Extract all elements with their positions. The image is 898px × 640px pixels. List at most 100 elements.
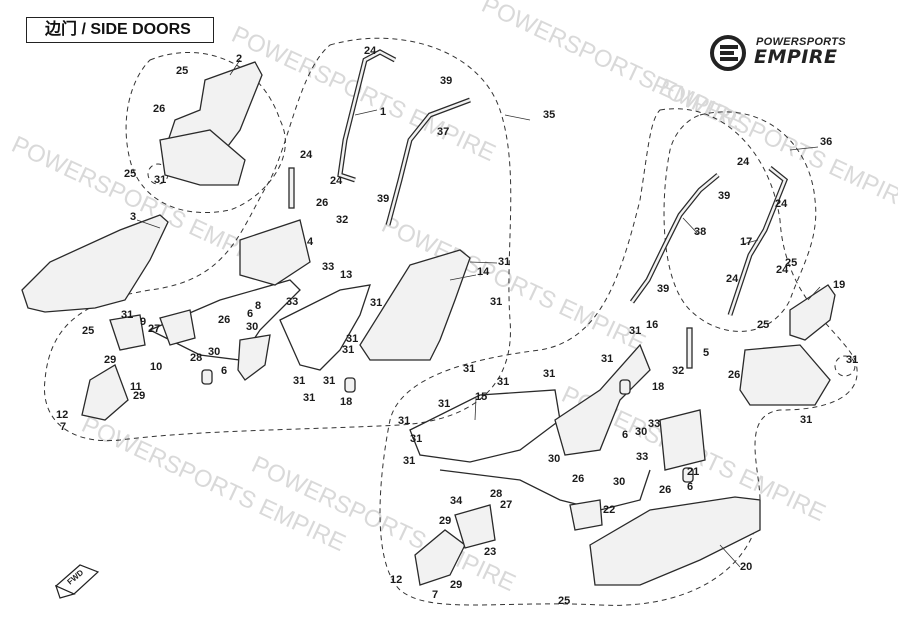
callout-label: 13 xyxy=(340,269,352,281)
left-door-assembly-outline xyxy=(43,37,512,442)
callout-label: 25 xyxy=(82,325,94,337)
callout-label: 30 xyxy=(208,346,220,358)
callout-label: 32 xyxy=(672,365,684,377)
callout-label: 25 xyxy=(785,257,797,269)
callout-label: 6 xyxy=(247,308,253,320)
callout-label: 31 xyxy=(323,375,335,387)
callout-label: 25 xyxy=(176,65,188,77)
callout-label: 8 xyxy=(255,300,261,312)
lower-door-trim-left xyxy=(159,129,246,186)
callout-label: 17 xyxy=(740,236,752,248)
leader-line xyxy=(469,261,498,264)
upper-door-panel-right xyxy=(789,284,836,341)
callout-label: 6 xyxy=(221,365,227,377)
handle-bar-right-inner xyxy=(728,167,787,316)
callout-label: 33 xyxy=(286,296,298,308)
lower-door-trim-right xyxy=(739,344,831,406)
callout-label: 36 xyxy=(820,136,832,148)
callout-label: 20 xyxy=(740,561,752,573)
callout-label: 24 xyxy=(776,264,789,276)
door-frame-left xyxy=(279,284,371,371)
callout-label: 33 xyxy=(322,261,334,273)
callout-label: 31 xyxy=(303,392,315,404)
inner-frame-left xyxy=(148,279,301,361)
callout-label: 31 xyxy=(800,414,812,426)
callout-label: 31 xyxy=(154,174,166,186)
callout-label: 5 xyxy=(703,347,709,359)
strap-left xyxy=(109,314,146,351)
spacer-right xyxy=(682,467,694,483)
leader-line xyxy=(474,397,477,421)
spring-rod-right xyxy=(686,327,693,369)
callout-label: 24 xyxy=(300,149,313,161)
callout-label: 26 xyxy=(153,103,165,115)
side-panel-left xyxy=(21,214,169,313)
callout-label: 24 xyxy=(364,45,377,57)
page-title: 边门 / SIDE DOORS xyxy=(26,17,214,43)
callout-label: 24 xyxy=(737,156,750,168)
callout-label: 9 xyxy=(140,316,146,328)
callout-label: 26 xyxy=(572,473,584,485)
mount-bracket-left xyxy=(159,309,196,346)
hinge-bracket-right xyxy=(414,529,466,586)
callout-label: 21 xyxy=(687,466,699,478)
door-frame-right xyxy=(409,389,561,463)
callout-label: 29 xyxy=(104,354,116,366)
callout-label: 7 xyxy=(432,589,438,601)
callout-label: 27 xyxy=(500,499,512,511)
latch-bracket-left xyxy=(237,334,271,381)
outer-door-panel-left xyxy=(359,249,471,361)
callout-label: 31 xyxy=(410,433,422,445)
callout-label: 37 xyxy=(437,126,449,138)
callout-label: 14 xyxy=(477,266,490,278)
leader-line xyxy=(354,109,378,116)
callout-label: 30 xyxy=(635,426,647,438)
callout-label: 12 xyxy=(390,574,402,586)
callout-label: 23 xyxy=(484,546,496,558)
right-door-group-outline xyxy=(663,111,817,332)
callout-label: 31 xyxy=(543,368,555,380)
callout-label: 28 xyxy=(190,352,202,364)
empire-emblem-icon xyxy=(710,35,746,71)
callout-label: 26 xyxy=(659,484,671,496)
rocker-panel-right xyxy=(589,496,761,586)
callout-label: 24 xyxy=(726,273,739,285)
leader-line xyxy=(136,219,161,229)
callout-label: 31 xyxy=(463,363,475,375)
callout-label: 34 xyxy=(450,495,463,507)
callout-label: 32 xyxy=(336,214,348,226)
fwd-arrow: FWD xyxy=(54,564,100,599)
brand-logo: POWERSPORTS EMPIRE xyxy=(708,34,878,74)
callout-label: 18 xyxy=(652,381,664,393)
callout-label: 28 xyxy=(490,488,502,500)
callout-label: 18 xyxy=(340,396,352,408)
callout-label: 39 xyxy=(657,283,669,295)
callout-label: 31 xyxy=(403,455,415,467)
callout-label: 7 xyxy=(60,421,66,433)
callout-label: 31 xyxy=(490,296,502,308)
callout-label: 16 xyxy=(646,319,658,331)
spacer-left xyxy=(344,377,356,393)
callout-label: 19 xyxy=(833,279,845,291)
callout-label: 24 xyxy=(775,198,788,210)
brand-line1: POWERSPORTS xyxy=(756,36,846,48)
callout-label: 29 xyxy=(133,390,145,402)
callout-label: 29 xyxy=(439,515,451,527)
leader-line xyxy=(504,114,531,121)
strap-right xyxy=(454,504,496,549)
spacer-left xyxy=(201,369,213,385)
callout-label: 38 xyxy=(694,226,706,238)
callout-label: 31 xyxy=(398,415,410,427)
watermark-text: POWERSPORTS EMPIRE xyxy=(647,71,898,217)
callout-label: 31 xyxy=(497,376,509,388)
callout-label: 31 xyxy=(293,375,305,387)
leader-line xyxy=(807,286,821,301)
callout-label: 35 xyxy=(543,109,555,121)
callout-label: 30 xyxy=(548,453,560,465)
handle-bar-left-inner xyxy=(338,50,396,182)
callout-label: 31 xyxy=(438,398,450,410)
leader-line xyxy=(682,217,699,235)
callout-label: 31 xyxy=(846,354,858,366)
